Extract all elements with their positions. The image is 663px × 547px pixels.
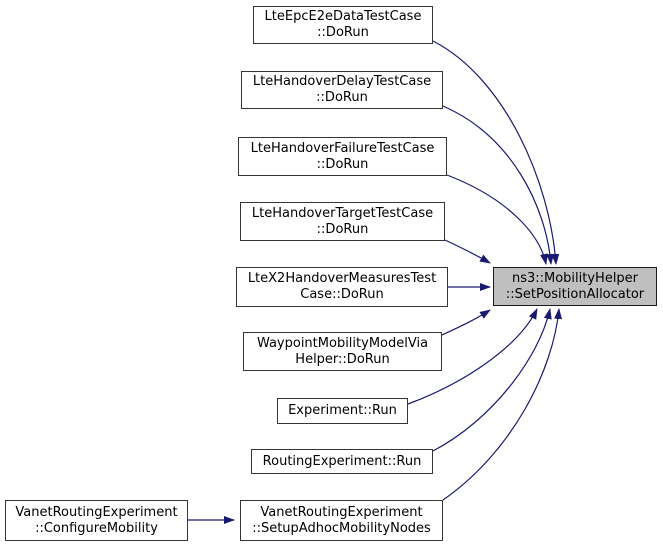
node-lteepce2edatatestcase-dorun[interactable]: LteEpcE2eDataTestCase ::DoRun: [253, 6, 433, 44]
edge-ltehandoverdelaytestcase-dorun: [442, 105, 555, 265]
node-label-line: LteHandoverFailureTestCase: [250, 140, 435, 156]
node-ltehandovertargettestcase-dorun[interactable]: LteHandoverTargetTestCase ::DoRun: [240, 202, 445, 241]
node-label-line: ::DoRun: [316, 156, 369, 172]
node-label-line: ::ConfigureMobility: [35, 520, 158, 536]
node-routingexperiment-run[interactable]: RoutingExperiment::Run: [251, 449, 433, 474]
node-waypointmobilitymodelviahelper-dorun[interactable]: WaypointMobilityModelVia Helper::DoRun: [243, 332, 442, 371]
node-ltehandoverfailuretestcase-dorun[interactable]: LteHandoverFailureTestCase ::DoRun: [238, 137, 447, 176]
node-label-line: ::DoRun: [316, 221, 369, 237]
node-label-line: ::SetupAdhocMobilityNodes: [252, 520, 431, 536]
edge-waypointmobilitymodelviahelper-dorun: [441, 309, 491, 336]
edge-routingexperiment-run: [432, 308, 552, 452]
node-label-line: VanetRoutingExperiment: [15, 504, 178, 520]
node-label-line: ::DoRun: [317, 25, 369, 40]
node-label-line: LteEpcE2eDataTestCase: [264, 9, 422, 24]
node-label-line: WaypointMobilityModelVia: [256, 335, 429, 351]
node-ltehandoverdelaytestcase-dorun[interactable]: LteHandoverDelayTestCase ::DoRun: [241, 71, 443, 109]
node-label-line: Experiment::Run: [288, 403, 397, 418]
node-ns3-mobilityhelper-setpositionallocator: ns3::MobilityHelper ::SetPositionAllocat…: [493, 267, 657, 306]
node-vanetroutingexperiment-configuremobility[interactable]: VanetRoutingExperiment ::ConfigureMobili…: [5, 500, 188, 541]
edge-lteepce2edatatestcase-dorun: [432, 40, 560, 265]
node-label-line: ::SetPositionAllocator: [505, 286, 645, 302]
node-label-line: VanetRoutingExperiment: [260, 504, 423, 520]
node-label-line: ::DoRun: [316, 90, 368, 105]
node-label-line: RoutingExperiment::Run: [262, 453, 422, 469]
node-vanetroutingexperiment-setupadhocmobilitynodes[interactable]: VanetRoutingExperiment ::SetupAdhocMobil…: [240, 500, 443, 541]
node-label-line: ns3::MobilityHelper: [511, 270, 639, 286]
node-ltex2handovermeasurestestcase-dorun[interactable]: LteX2HandoverMeasuresTest Case::DoRun: [236, 267, 448, 307]
edge-ltehandovertargettestcase-dorun: [444, 239, 491, 264]
node-label-line: LteHandoverDelayTestCase: [252, 74, 432, 89]
edge-ltehandoverfailuretestcase-dorun: [446, 174, 548, 265]
edge-vanetroutingexperiment-setupadhocmobilitynodes: [442, 308, 563, 501]
node-label-line: LteHandoverTargetTestCase: [251, 205, 434, 221]
node-experiment-run[interactable]: Experiment::Run: [277, 398, 408, 424]
node-label-line: Case::DoRun: [300, 287, 384, 302]
node-label-line: LteX2HandoverMeasuresTest: [247, 271, 437, 286]
node-label-line: Helper::DoRun: [295, 351, 390, 367]
